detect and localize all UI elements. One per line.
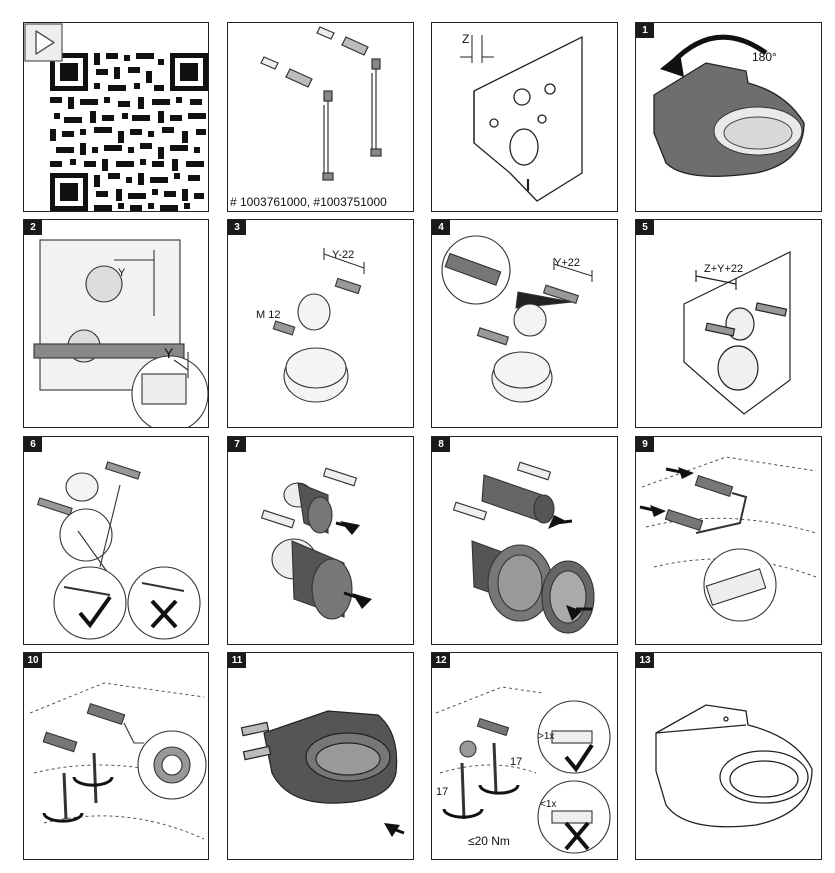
step-7-badge: 7 [228, 437, 246, 452]
flush-connector-illustration [452, 461, 595, 634]
step-9-badge: 9 [636, 437, 654, 452]
step12-torque-label: ≤20 Nm [468, 834, 510, 848]
step-10-badge: 10 [24, 653, 42, 668]
step12-more-label: >1x [538, 731, 554, 742]
tighten-bolts-illustration [29, 682, 207, 840]
step-8-badge: 8 [432, 437, 450, 452]
step3-thread-label: M 12 [256, 309, 280, 321]
step-10-panel: 10 [23, 652, 209, 860]
insert-sleeves-illustration [260, 467, 372, 620]
rotation-label: 180° [752, 50, 777, 64]
qr-code-image [50, 53, 208, 211]
sleeves-illustration: Y-22 M 12 [256, 248, 365, 403]
step-8-panel: 8 [431, 436, 618, 645]
mounting-plate-illustration: Z [460, 32, 583, 202]
article-numbers: # 1003761000, #1003751000 [230, 195, 387, 209]
step-9-panel: 9 [635, 436, 822, 645]
parts-panel: # 1003761000, #1003751000 [227, 22, 414, 212]
step-13-badge: 13 [636, 653, 654, 668]
torque-illustration: >1x <1x 17 17 ≤20 Nm [435, 686, 611, 854]
step-5-badge: 5 [636, 220, 654, 235]
step-11-badge: 11 [228, 653, 246, 668]
play-video-icon[interactable] [24, 23, 64, 63]
frame-measure-illustration: Y Y [33, 239, 208, 427]
anchor-bolts-illustration [260, 26, 382, 181]
step4-measure-label: Y+22 [554, 257, 580, 269]
step-13-panel: 13 [635, 652, 822, 860]
step-4-badge: 4 [432, 220, 450, 235]
step-5-panel: 5 Z+Y+22 [635, 219, 822, 428]
step-6-panel: 6 [23, 436, 209, 645]
step-12-panel: 12 >1x <1x 17 17 ≤20 Nm [431, 652, 618, 860]
step12-wrench-a: 17 [510, 756, 522, 768]
step-2-panel: 2 Y Y [23, 219, 209, 428]
bolt-length-illustration: Y+22 [441, 235, 593, 403]
step5-measure-label: Z+Y+22 [704, 263, 743, 275]
step-4-panel: 4 Y+22 [431, 219, 618, 428]
step2-y-label-top: Y [118, 267, 126, 279]
finished-toilet-illustration [655, 704, 813, 828]
mount-bolts-illustration [639, 456, 817, 622]
step-3-panel: 3 Y-22 M 12 [227, 219, 414, 428]
step12-wrench-b: 17 [436, 786, 448, 798]
step-12-badge: 12 [432, 653, 450, 668]
plate-bolts-illustration: Z+Y+22 [683, 251, 791, 415]
plate-z-label: Z [462, 32, 469, 46]
hang-toilet-illustration [240, 710, 405, 837]
step3-measure-label: Y-22 [332, 249, 354, 261]
step-11-panel: 11 [227, 652, 414, 860]
step-3-badge: 3 [228, 220, 246, 235]
step12-less-label: <1x [540, 799, 556, 810]
toilet-rotate-illustration: 180° [653, 34, 805, 177]
step-2-badge: 2 [24, 220, 42, 235]
step-7-panel: 7 [227, 436, 414, 645]
step-1-panel: 1 180° [635, 22, 822, 212]
mounting-plate-panel: Z [431, 22, 618, 212]
step-6-badge: 6 [24, 437, 42, 452]
correct-incorrect-illustration [36, 461, 201, 640]
qr-code-panel [23, 22, 209, 212]
step2-y-label-zoom: Y [164, 345, 174, 361]
step-1-badge: 1 [636, 23, 654, 38]
